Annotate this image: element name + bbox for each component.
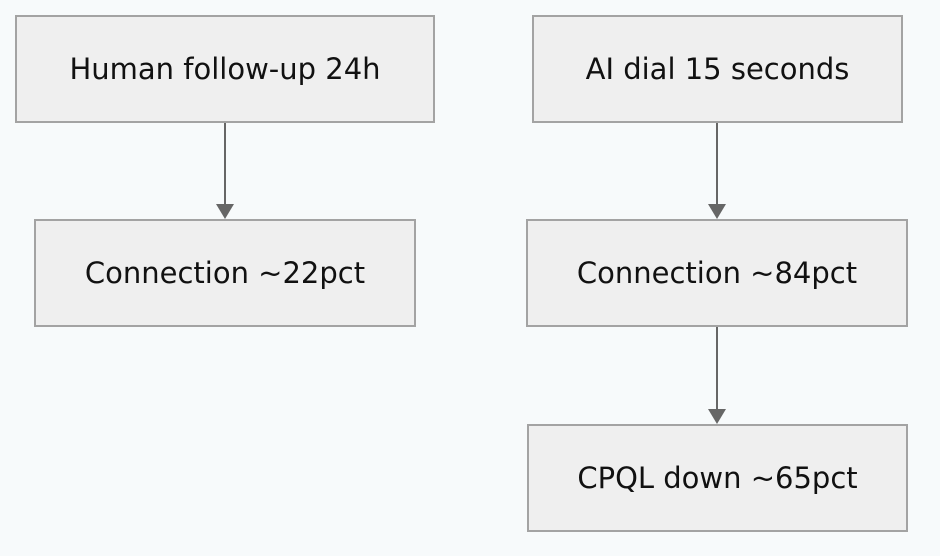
edge-human-to-connection bbox=[216, 123, 234, 219]
node-label: AI dial 15 seconds bbox=[585, 52, 850, 86]
node-label: Connection ~84pct bbox=[576, 256, 858, 290]
node-cpql-down: CPQL down ~65pct bbox=[527, 424, 908, 532]
node-label: Human follow-up 24h bbox=[69, 52, 381, 86]
node-human-follow-up: Human follow-up 24h bbox=[15, 15, 435, 123]
edge-ai-dial-to-connection bbox=[708, 123, 726, 219]
node-connection-22pct: Connection ~22pct bbox=[34, 219, 416, 327]
edge-connection-to-cpql bbox=[708, 327, 726, 424]
edge-arrowhead bbox=[216, 204, 234, 219]
edge-arrowhead bbox=[708, 409, 726, 424]
node-label: CPQL down ~65pct bbox=[577, 461, 858, 495]
edge-arrowhead bbox=[708, 204, 726, 219]
node-label: Connection ~22pct bbox=[84, 256, 366, 290]
node-connection-84pct: Connection ~84pct bbox=[526, 219, 908, 327]
node-ai-dial: AI dial 15 seconds bbox=[532, 15, 903, 123]
